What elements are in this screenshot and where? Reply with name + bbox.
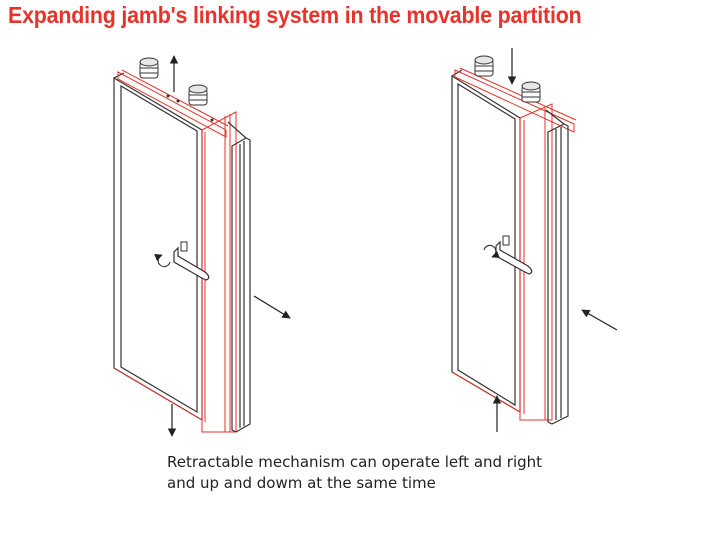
page-title: Expanding jamb's linking system in the m… xyxy=(8,2,582,28)
roller-icon xyxy=(521,81,541,103)
panel-retracted xyxy=(451,48,618,432)
caption: Retractable mechanism can operate left a… xyxy=(167,452,587,494)
rotation-icon xyxy=(154,253,171,268)
caption-line-2: and up and dowm at the same time xyxy=(167,474,436,492)
panel-frame xyxy=(113,72,203,422)
side-post xyxy=(227,121,251,433)
roller-icon xyxy=(474,55,494,77)
roller-icon xyxy=(139,57,159,79)
expanding-jamb xyxy=(201,111,237,433)
hex-key-icon xyxy=(173,241,210,281)
caption-line-1: Retractable mechanism can operate left a… xyxy=(167,453,543,471)
arrow-icon xyxy=(581,309,618,331)
top-rail xyxy=(454,67,577,133)
side-post xyxy=(545,109,569,425)
top-rail xyxy=(117,69,229,138)
hex-key-icon xyxy=(495,235,533,275)
panel-expanded xyxy=(113,55,291,437)
roller-icon xyxy=(188,84,208,106)
rotation-icon xyxy=(483,244,500,259)
expanding-jamb xyxy=(519,103,553,421)
panel-frame xyxy=(451,69,521,414)
arrow-icon xyxy=(253,295,291,319)
